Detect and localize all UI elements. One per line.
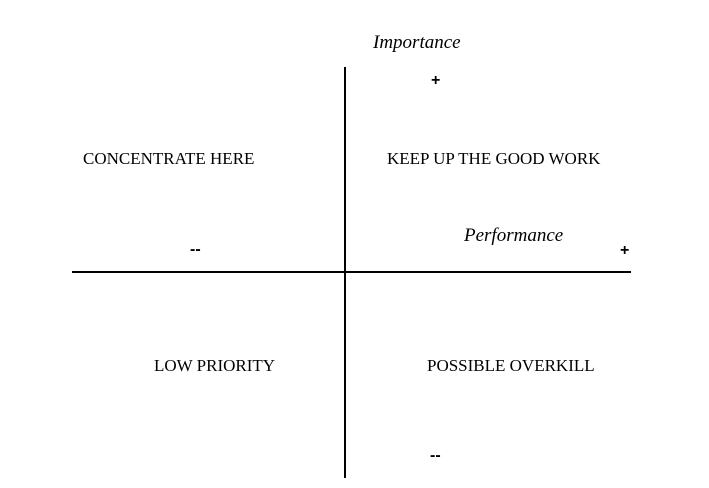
horizontal-axis-line [72, 271, 631, 273]
quadrant-top-right-label: KEEP UP THE GOOD WORK [387, 149, 601, 168]
vertical-axis-label: Importance [373, 32, 461, 53]
quadrant-bottom-left-label: LOW PRIORITY [154, 356, 276, 375]
vertical-axis-line [344, 67, 346, 478]
quadrant-bottom-right-label: POSSIBLE OVERKILL [427, 356, 595, 375]
performance-low-sign: -- [190, 241, 201, 258]
importance-high-sign: + [431, 72, 441, 89]
importance-low-sign: -- [430, 447, 441, 464]
performance-high-sign: + [620, 242, 630, 259]
quadrant-top-left-label: CONCENTRATE HERE [83, 149, 255, 168]
horizontal-axis-label: Performance [464, 225, 564, 246]
